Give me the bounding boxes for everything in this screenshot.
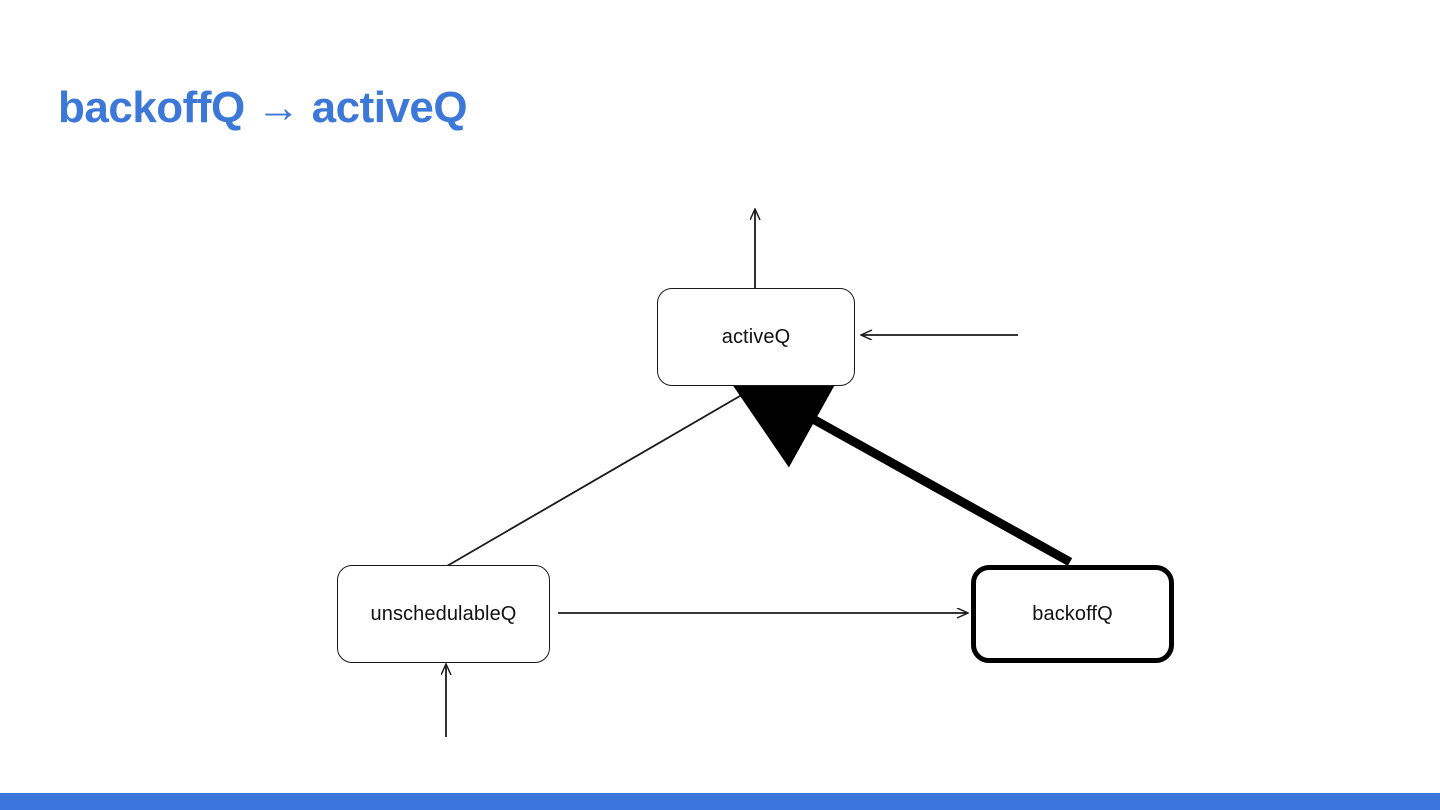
page-title: backoffQ → activeQ (58, 83, 468, 132)
node-activeq-label: activeQ (721, 325, 791, 348)
node-unschedulableq[interactable]: unschedulableQ (337, 565, 550, 663)
edge-backoffq-to-activeq (720, 367, 1073, 566)
node-activeq[interactable]: activeQ (657, 288, 855, 386)
edge-unschedulableq-to-activeq (446, 389, 752, 567)
node-backoffq-label: backoffQ (1032, 602, 1113, 625)
node-backoffq[interactable]: backoffQ (971, 565, 1174, 663)
node-unschedulableq-label: unschedulableQ (370, 602, 517, 625)
bottom-accent-bar (0, 793, 1440, 810)
